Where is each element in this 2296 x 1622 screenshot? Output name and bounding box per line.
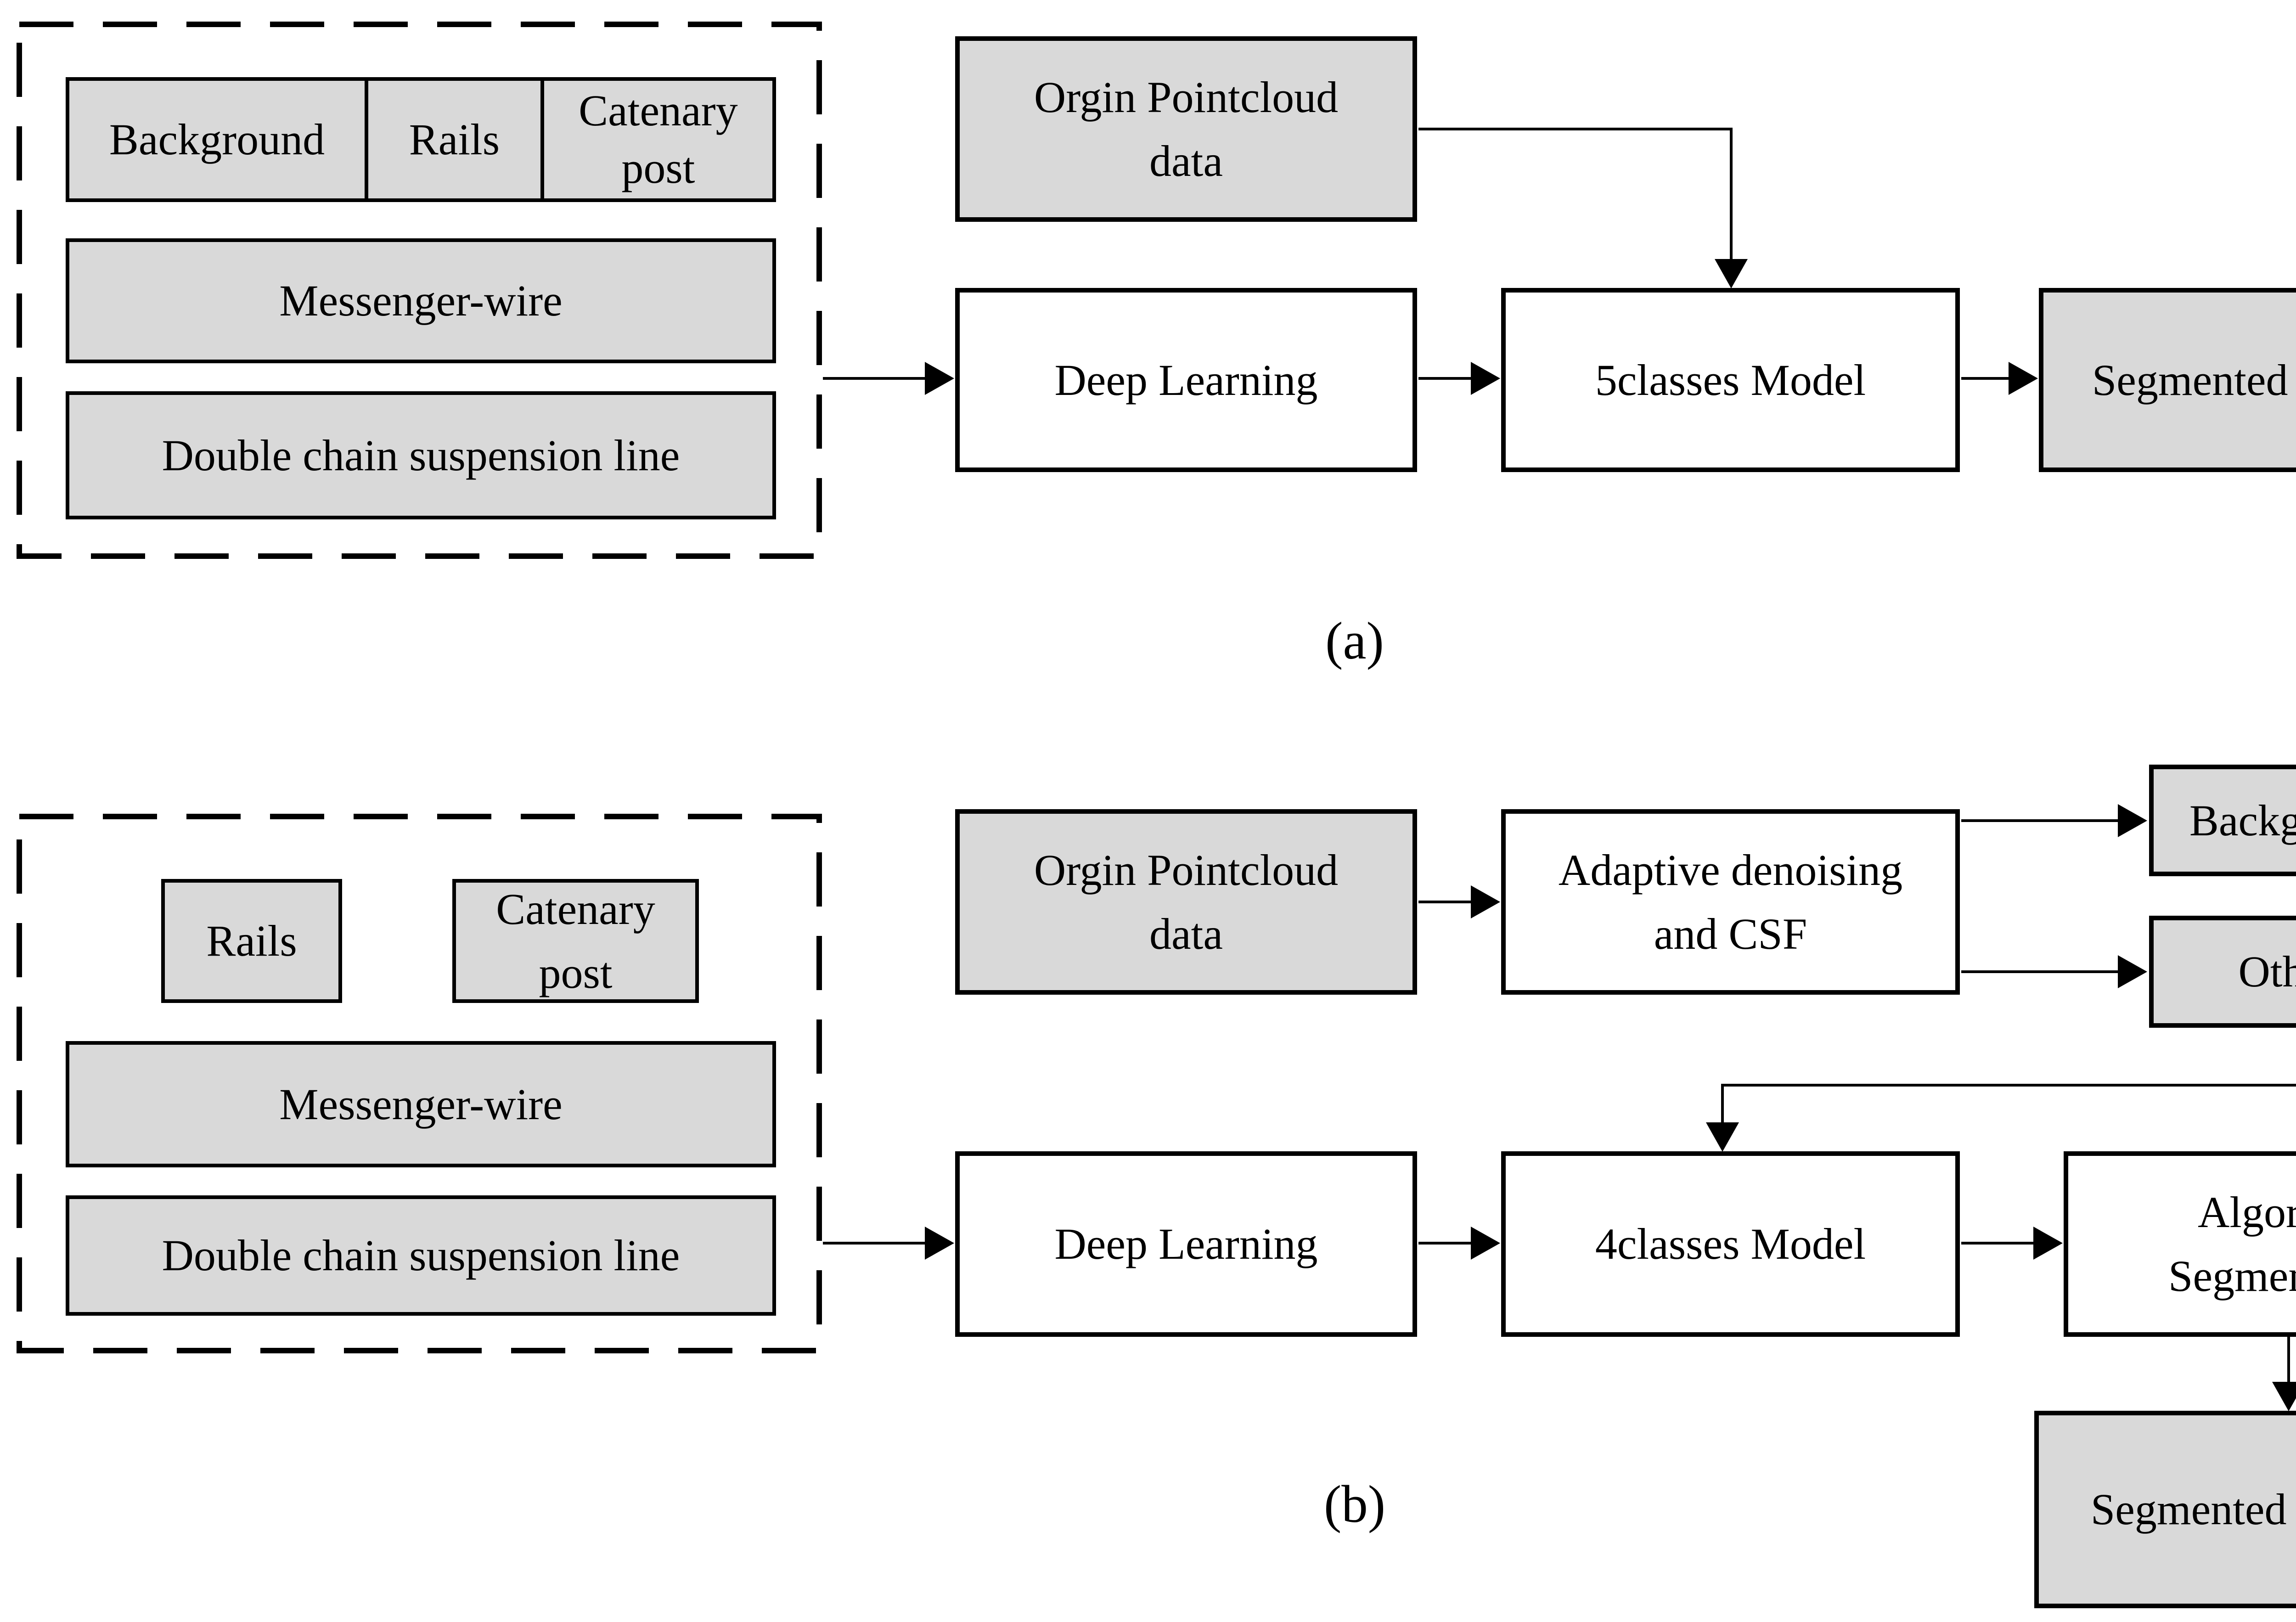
legend-box-background-a: Background [69, 81, 365, 198]
connector-model-to-algorithm-b-line [1961, 1242, 2037, 1245]
connector-model-to-segmented-a-line [1961, 377, 2012, 380]
connector-others-to-model-b-arrowhead [1706, 1122, 1739, 1152]
connector-deep-to-model-a-arrowhead [1471, 362, 1500, 395]
connector-origin-to-adaptive-b-line [1418, 901, 1474, 903]
legend-label-double-chain-a: Double chain suspension line [162, 430, 680, 480]
node-segmented-point-cloud-a: Segmented point cloud [2039, 288, 2296, 472]
connector-deep-to-model-a-line [1418, 377, 1474, 380]
node-label-4classes-model-b: 4classes Model [1595, 1219, 1866, 1269]
legend-box-catenary-post-b: Catenary post [452, 879, 699, 1003]
connector-deep-to-model-b-line [1418, 1242, 1474, 1245]
connector-algorithm-to-segmented-b-line [2287, 1334, 2290, 1383]
connector-adaptive-to-background-b-arrowhead [2118, 804, 2147, 837]
node-deep-learning-a: Deep Learning [955, 288, 1417, 472]
connector-origin-to-adaptive-b-arrowhead [1471, 885, 1500, 918]
legend-box-double-chain-a: Double chain suspension line [66, 391, 776, 519]
node-label-algorithm-segmentation-b: Algorithm Segmentation [2168, 1187, 2296, 1301]
node-origin-pointcloud-b: Orgin Pointcloud data [955, 809, 1417, 995]
legend-box-messenger-wire-a: Messenger-wire [66, 238, 776, 363]
legend-label-rails-b: Rails [206, 916, 297, 966]
legend-label-double-chain-b: Double chain suspension line [162, 1231, 680, 1280]
legend-box-rails-b: Rails [161, 879, 342, 1003]
node-label-background-b: Background [2189, 795, 2296, 845]
connector-origin-to-model-a-arrowhead [1715, 259, 1748, 288]
connector-origin-to-model-a-vline [1730, 128, 1733, 261]
connector-adaptive-to-background-b-line [1961, 819, 2121, 822]
node-deep-learning-b: Deep Learning [955, 1151, 1417, 1337]
connector-others-to-model-b-hline [1721, 1084, 2296, 1087]
connector-adaptive-to-others-b-line [1961, 970, 2121, 973]
node-adaptive-denoising-b: Adaptive denoising and CSF [1501, 809, 1960, 995]
node-background-b: Background [2149, 765, 2296, 876]
node-segmented-point-cloud-b: Segmented point cloud [2034, 1411, 2296, 1608]
node-label-deep-learning-b: Deep Learning [1054, 1219, 1318, 1269]
connector-legend-to-deep-b-arrowhead [925, 1227, 954, 1260]
node-algorithm-segmentation-b: Algorithm Segmentation [2064, 1151, 2296, 1337]
legend-label-messenger-wire-b: Messenger-wire [279, 1079, 563, 1129]
legend-box-catenary-post-a: Catenary post [540, 81, 772, 198]
connector-legend-to-deep-a-arrowhead [925, 362, 954, 395]
caption-b: (b) [1323, 1475, 1386, 1533]
node-label-5classes-model-a: 5classes Model [1595, 355, 1866, 405]
connector-model-to-segmented-a-arrowhead [2009, 362, 2038, 395]
connector-legend-to-deep-b-line [823, 1242, 928, 1245]
legend-label-catenary-post-b: Catenary post [496, 884, 655, 997]
legend-label-background-a: Background [109, 114, 325, 164]
connector-model-to-algorithm-b-arrowhead [2033, 1227, 2063, 1260]
node-label-segmented-point-cloud-b: Segmented point cloud [2090, 1485, 2287, 1534]
node-label-others-b: Others [2238, 947, 2296, 997]
legend-row-a: Background Rails Catenary post [66, 77, 776, 202]
node-label-origin-pointcloud-b: Orgin Pointcloud data [1034, 845, 1339, 958]
connector-others-to-model-b-vline2 [1721, 1084, 1724, 1124]
legend-label-messenger-wire-a: Messenger-wire [279, 276, 563, 326]
node-5classes-model-a: 5classes Model [1501, 288, 1960, 472]
connector-adaptive-to-others-b-arrowhead [2118, 955, 2147, 988]
legend-box-messenger-wire-b: Messenger-wire [66, 1041, 776, 1167]
connector-origin-to-model-a-hline [1418, 128, 1733, 130]
legend-box-double-chain-b: Double chain suspension line [66, 1195, 776, 1316]
legend-label-catenary-post-a: Catenary post [579, 86, 738, 192]
node-label-segmented-point-cloud-a: Segmented point cloud [2092, 355, 2288, 405]
connector-deep-to-model-b-arrowhead [1471, 1227, 1500, 1260]
connector-algorithm-to-segmented-b-arrowhead [2272, 1382, 2296, 1411]
node-origin-pointcloud-a: Orgin Pointcloud data [955, 36, 1417, 222]
node-label-adaptive-denoising-b: Adaptive denoising and CSF [1558, 845, 1903, 958]
connector-legend-to-deep-a-line [823, 377, 928, 380]
node-4classes-model-b: 4classes Model [1501, 1151, 1960, 1337]
node-label-origin-pointcloud-a: Orgin Pointcloud data [1034, 72, 1339, 186]
node-others-b: Others [2149, 916, 2296, 1028]
node-label-deep-learning-a: Deep Learning [1054, 355, 1318, 405]
legend-box-rails-a: Rails [365, 81, 540, 198]
caption-a: (a) [1325, 612, 1384, 670]
legend-label-rails-a: Rails [409, 114, 500, 164]
